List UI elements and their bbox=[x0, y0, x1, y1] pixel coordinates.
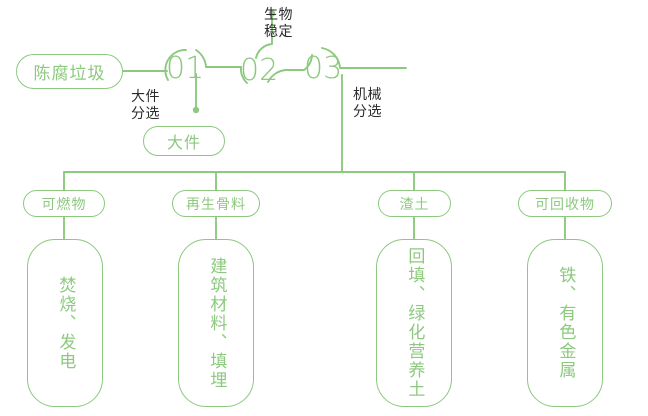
node-side-output-bulky[interactable]: 大件 bbox=[143, 126, 225, 156]
stage-number-03[interactable]: 03 bbox=[304, 51, 343, 86]
outcome-box-4[interactable]: 铁、有色金属 bbox=[527, 239, 603, 407]
dot-biostable bbox=[268, 10, 276, 17]
outcome-box-2-text: 建筑材料、填埋 bbox=[207, 256, 227, 390]
outcome-box-1-text: 焚烧、发电 bbox=[56, 275, 76, 371]
outcome-box-4-text: 铁、有色金属 bbox=[556, 266, 576, 380]
arc-01-right bbox=[195, 49, 242, 68]
outcome-box-3[interactable]: 回填、绿化营养土 bbox=[376, 239, 452, 407]
stage-caption-03: 机械 分选 bbox=[353, 86, 382, 119]
category-pill-2[interactable]: 再生骨料 bbox=[172, 190, 260, 217]
node-side-output-bulky-label: 大件 bbox=[166, 135, 201, 152]
stage-caption-02: 生物 稳定 bbox=[264, 6, 293, 39]
arc-02-left bbox=[240, 66, 248, 84]
arc-03-left bbox=[303, 54, 313, 71]
stage-number-01[interactable]: 01 bbox=[166, 51, 205, 86]
category-pill-3[interactable]: 渣土 bbox=[378, 190, 451, 217]
outcome-box-1[interactable]: 焚烧、发电 bbox=[27, 239, 103, 407]
stage-number-02[interactable]: 02 bbox=[240, 53, 279, 88]
category-pill-2-label: 再生骨料 bbox=[186, 195, 246, 212]
node-start-waste[interactable]: 陈腐垃圾 bbox=[16, 54, 123, 89]
category-pill-3-label: 渣土 bbox=[399, 195, 430, 212]
category-pill-4-label: 可回收物 bbox=[535, 195, 595, 212]
node-start-waste-label: 陈腐垃圾 bbox=[33, 64, 106, 83]
dot-dajian bbox=[192, 106, 200, 114]
category-pill-1-label: 可燃物 bbox=[41, 195, 87, 212]
category-pill-4[interactable]: 可回收物 bbox=[518, 190, 612, 217]
arc-02-right bbox=[267, 69, 305, 83]
arc-03-right bbox=[321, 47, 407, 69]
arc-01-left bbox=[164, 49, 187, 81]
wire-02-to-biostable bbox=[255, 15, 273, 59]
outcome-box-2[interactable]: 建筑材料、填埋 bbox=[178, 239, 254, 407]
stage-caption-01: 大件 分选 bbox=[131, 88, 160, 121]
outcome-box-3-text: 回填、绿化营养土 bbox=[405, 247, 425, 399]
category-pill-1[interactable]: 可燃物 bbox=[23, 190, 105, 217]
